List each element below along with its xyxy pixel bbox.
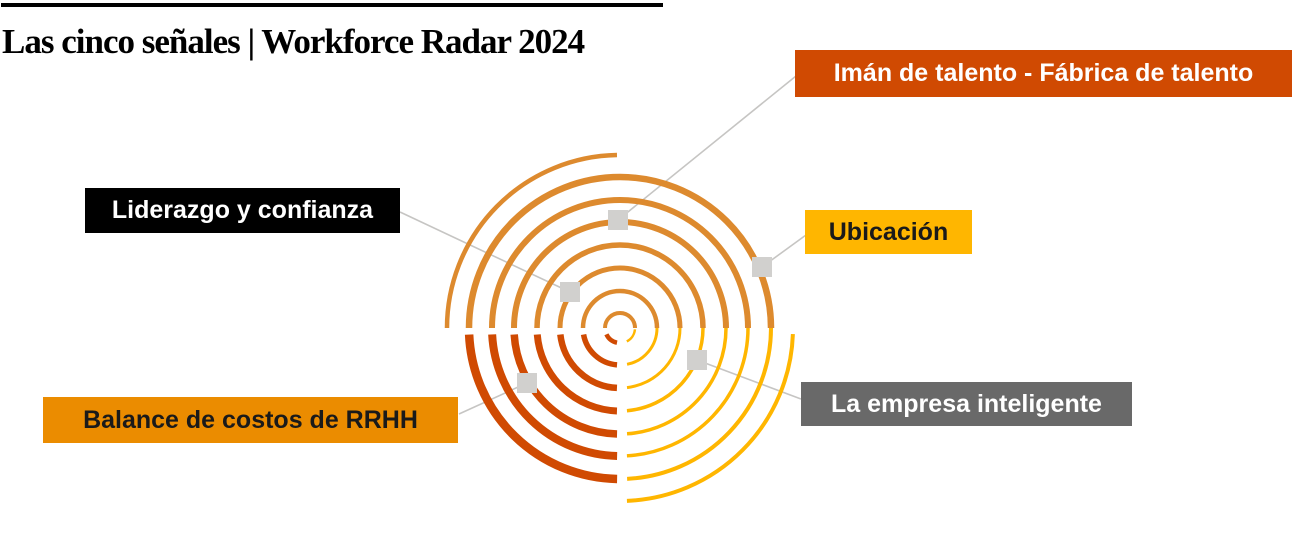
- radar-ring-segment-top: [580, 288, 660, 329]
- radar-ring-segment-bottom_right: [626, 327, 750, 458]
- radar-marker-talent-magnet-factory: [608, 210, 628, 230]
- radar-ring-segment-top: [444, 152, 618, 329]
- connector-line: [399, 211, 571, 293]
- radar-ring-segment-bottom_right: [626, 327, 682, 390]
- connector-line: [458, 382, 528, 415]
- label-location: Ubicación: [805, 210, 972, 254]
- page-title: Las cinco señales | Workforce Radar 2024: [2, 22, 585, 61]
- label-hr-cost-balance-text: Balance de costos de RRHH: [83, 405, 418, 434]
- radar-marker-intelligent-company: [687, 350, 707, 370]
- radar-ring-segment-bottom_right: [626, 329, 637, 343]
- radar-marker-hr-cost-balance: [517, 373, 537, 393]
- radar-marker-leadership-trust: [560, 282, 580, 302]
- radar-marker-location: [752, 257, 772, 277]
- radar-ring-segment-bottom_left: [464, 334, 618, 484]
- radar-ring-segment-top: [603, 311, 637, 329]
- radar-ring-segment-top: [489, 197, 751, 329]
- label-location-text: Ubicación: [828, 217, 949, 246]
- label-hr-cost-balance: Balance de costos de RRHH: [43, 397, 458, 443]
- radar-ring-segment-bottom_left: [488, 334, 618, 460]
- radar-ring-segment-bottom_left: [510, 334, 618, 438]
- radar-ring-segment-bottom_left: [604, 333, 618, 345]
- radar-ring-segment-bottom_left: [533, 334, 618, 415]
- radar-ring-segment-bottom_right: [626, 333, 795, 503]
- connector-line: [617, 75, 797, 221]
- radar-ring-segment-bottom_right: [627, 327, 773, 481]
- label-talent-magnet-factory: Imán de talento - Fábrica de talento: [795, 50, 1292, 97]
- label-talent-magnet-factory-text: Imán de talento - Fábrica de talento: [833, 59, 1254, 87]
- radar-ring-segment-top: [534, 242, 706, 329]
- label-leadership-trust-text: Liderazgo y confianza: [111, 196, 374, 224]
- radar-ring-segment-bottom_right: [626, 327, 659, 366]
- connector-line: [696, 359, 802, 400]
- radar-ring-segment-bottom_left: [557, 334, 618, 392]
- label-leadership-trust: Liderazgo y confianza: [85, 188, 400, 233]
- title-rule: [1, 3, 663, 7]
- radar-ring-segment-bottom_right: [626, 327, 728, 436]
- label-intelligent-company: La empresa inteligente: [801, 382, 1132, 426]
- label-intelligent-company-text: La empresa inteligente: [831, 389, 1102, 418]
- radar-ring-segment-bottom_right: [626, 327, 705, 413]
- radar-ring-segment-bottom_left: [580, 333, 618, 368]
